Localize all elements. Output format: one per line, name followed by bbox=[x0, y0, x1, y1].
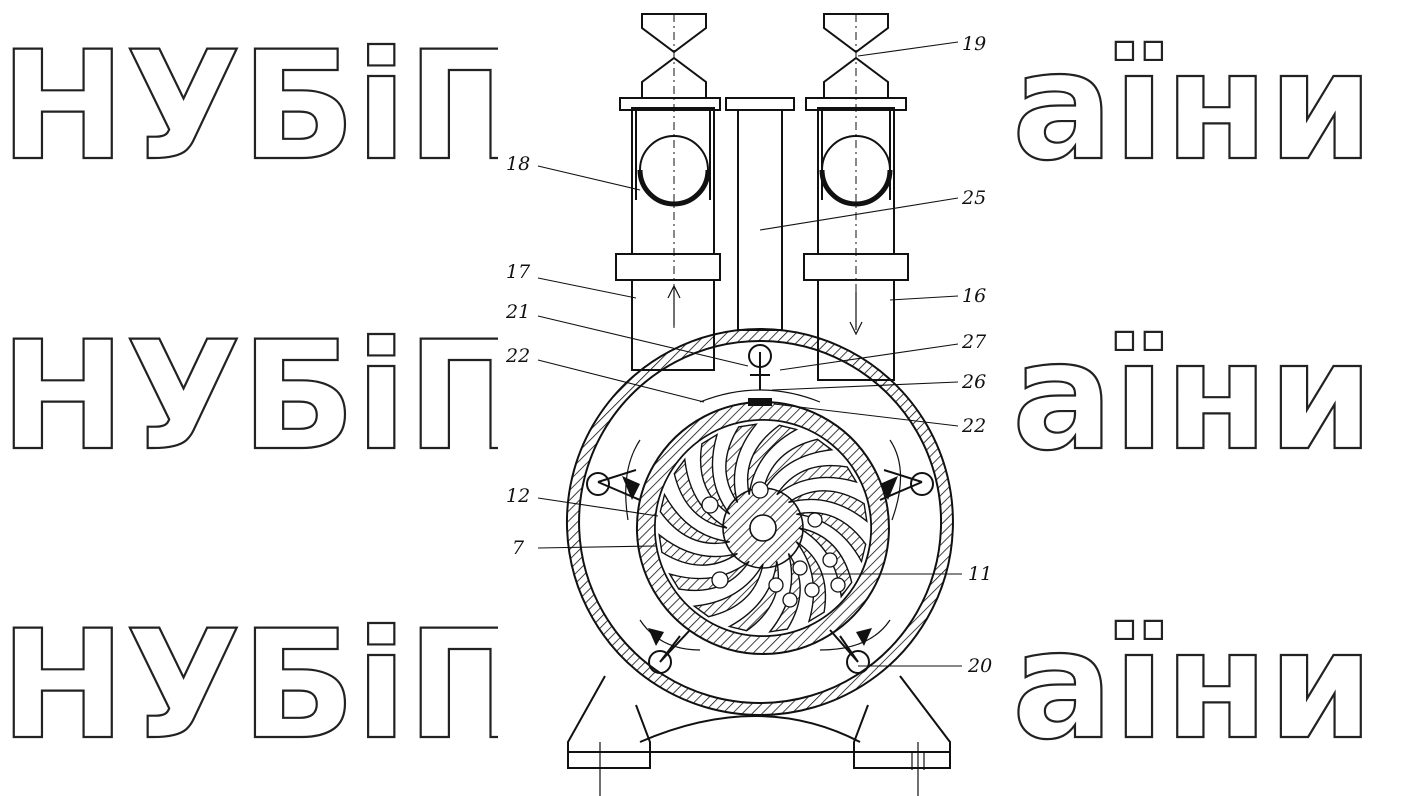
rotor bbox=[658, 423, 868, 633]
callout-19: 19 bbox=[962, 33, 986, 55]
callout-22-left: 22 bbox=[505, 345, 530, 367]
watermark-right-row-3: аїни bbox=[1012, 599, 1373, 773]
center-pipe bbox=[725, 97, 795, 331]
outer-casing bbox=[565, 328, 954, 716]
pipe-right bbox=[803, 13, 909, 381]
rotor-hole bbox=[782, 592, 798, 608]
watermark-right-row-2: аїни bbox=[1012, 310, 1373, 484]
supports bbox=[586, 344, 934, 674]
callout-7: 7 bbox=[512, 537, 525, 559]
rotor-blade bbox=[668, 560, 750, 592]
rotor-blade bbox=[768, 553, 801, 633]
rotor-hole bbox=[830, 577, 846, 593]
rotor-hole bbox=[807, 512, 823, 528]
watermark-left: НУБіП НУБіП НУБіП bbox=[0, 19, 534, 774]
callout-22-right: 22 bbox=[961, 415, 986, 437]
rotor-blade bbox=[658, 533, 738, 566]
callout-25: 25 bbox=[961, 187, 986, 209]
rotor-blade bbox=[746, 424, 799, 495]
rotor-blade bbox=[788, 490, 868, 523]
callout-18: 18 bbox=[506, 153, 530, 175]
rotor-hole bbox=[751, 481, 769, 499]
watermark-left-row-2: НУБіП bbox=[0, 310, 532, 484]
leader-lines bbox=[537, 41, 962, 667]
rotor-blade bbox=[725, 423, 758, 503]
watermark-right-row-1: аїни bbox=[1012, 20, 1373, 194]
callout-labels: 19 18 25 17 16 21 27 22 26 22 12 7 11 20 bbox=[505, 33, 992, 677]
watermark-right: аїни аїни аїни bbox=[1011, 19, 1375, 774]
pipe-left bbox=[615, 13, 721, 371]
callout-21: 21 bbox=[505, 301, 530, 323]
watermark-left-row-1: НУБіП bbox=[0, 20, 532, 194]
rotor-hole bbox=[711, 571, 729, 589]
callout-16: 16 bbox=[962, 285, 986, 307]
rotor-blade bbox=[795, 541, 827, 623]
callout-27: 27 bbox=[961, 331, 987, 353]
rotor-blade bbox=[692, 563, 764, 618]
callout-26: 26 bbox=[961, 371, 986, 393]
shaft-bore bbox=[749, 514, 777, 542]
rotor-hole bbox=[792, 560, 808, 576]
callout-12: 12 bbox=[506, 485, 530, 507]
rotor-blade bbox=[776, 464, 858, 496]
rotor-hole bbox=[768, 577, 784, 593]
callout-11: 11 bbox=[968, 563, 992, 585]
rotor-hole bbox=[822, 552, 838, 568]
rotor-blade bbox=[762, 438, 834, 493]
callout-20: 20 bbox=[967, 655, 992, 677]
callout-17: 17 bbox=[506, 261, 531, 283]
rotor-hole bbox=[701, 496, 719, 514]
rotor-hole bbox=[804, 582, 820, 598]
machine-base bbox=[567, 675, 951, 796]
watermark-left-row-3: НУБіП bbox=[0, 599, 532, 773]
rotor-blade bbox=[659, 492, 730, 545]
